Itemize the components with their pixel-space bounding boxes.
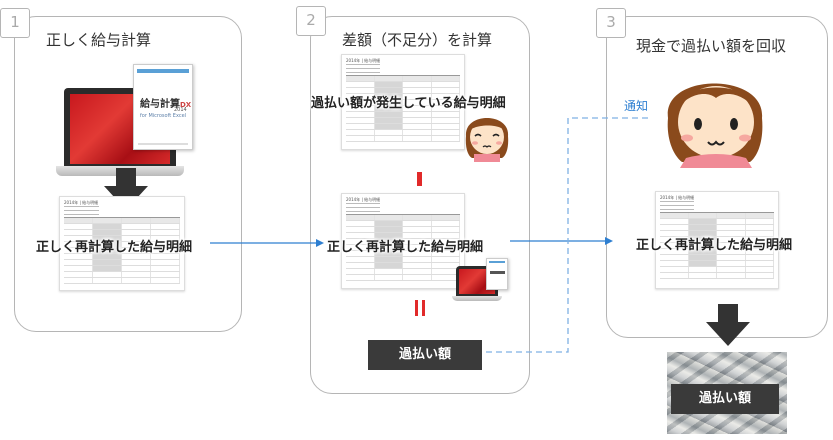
connector-2-to-3-arrowhead [605,237,613,245]
notify-dashed-connector [486,118,652,352]
connector-1-to-2-arrowhead [316,239,324,247]
